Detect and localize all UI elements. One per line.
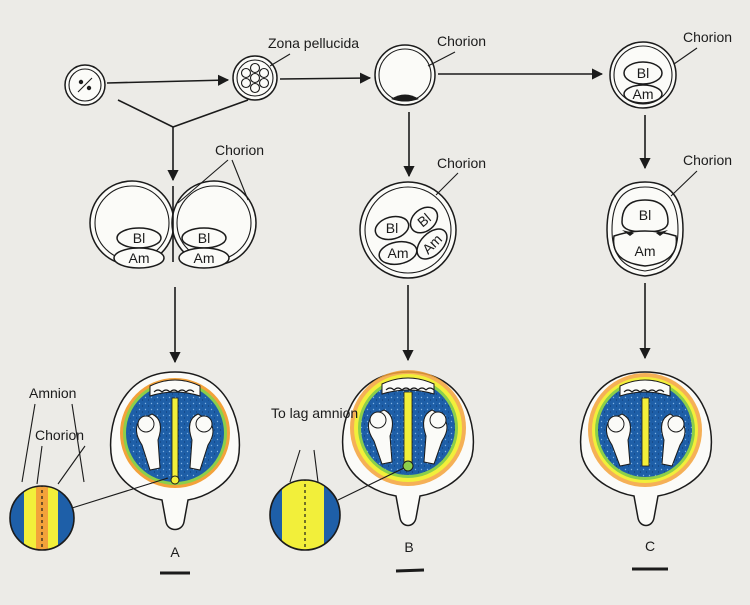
two-cell-stage-a: Bl Am Bl Am <box>89 180 257 269</box>
arrows-bottom <box>169 283 651 364</box>
bl-label-c-mid: Bl <box>639 207 651 223</box>
blastocyst-b-mid: Bl Bl Am Am <box>359 181 457 279</box>
am-label-c-mid: Am <box>635 243 656 259</box>
am-label: Am <box>633 86 654 102</box>
blastocyst-c-top: Bl Am <box>609 41 677 109</box>
chorion-label-a-mid: Chorion <box>215 142 264 158</box>
membrane-detail-a <box>9 477 169 551</box>
sac-b <box>341 370 475 527</box>
zygote <box>64 64 106 106</box>
blastocyst-c-mid: Bl Am <box>606 181 684 277</box>
membrane-detail-b <box>269 467 405 551</box>
am-label-a-left: Am <box>129 250 150 266</box>
blastocyst <box>374 44 436 106</box>
chorion-label-c-top: Chorion <box>683 29 732 45</box>
amnion-label: Amnion <box>29 385 76 401</box>
chorion-label-b-top: Chorion <box>437 33 486 49</box>
bl-label: Bl <box>637 65 649 81</box>
panel-label-c: C <box>645 538 655 554</box>
chorion-label-b-mid: Chorion <box>437 155 486 171</box>
bl-label-b-1: Bl <box>386 220 398 236</box>
sac-a <box>109 371 241 531</box>
arrows-top <box>106 68 651 182</box>
morula <box>232 55 278 101</box>
chorion-label-a-detail: Chorion <box>35 427 84 443</box>
zona-pellucida-label: Zona pellucida <box>268 35 359 51</box>
bl-label-a-left: Bl <box>133 230 145 246</box>
panel-label-a: A <box>170 544 180 560</box>
am-label-b-1: Am <box>388 245 409 261</box>
panel-label-b: B <box>404 539 413 555</box>
bl-label-a-right: Bl <box>198 230 210 246</box>
to-lag-amnion-label: To lag amnion <box>271 405 358 421</box>
sac-c <box>579 371 713 527</box>
chorion-label-c-mid: Chorion <box>683 152 732 168</box>
am-label-a-right: Am <box>194 250 215 266</box>
